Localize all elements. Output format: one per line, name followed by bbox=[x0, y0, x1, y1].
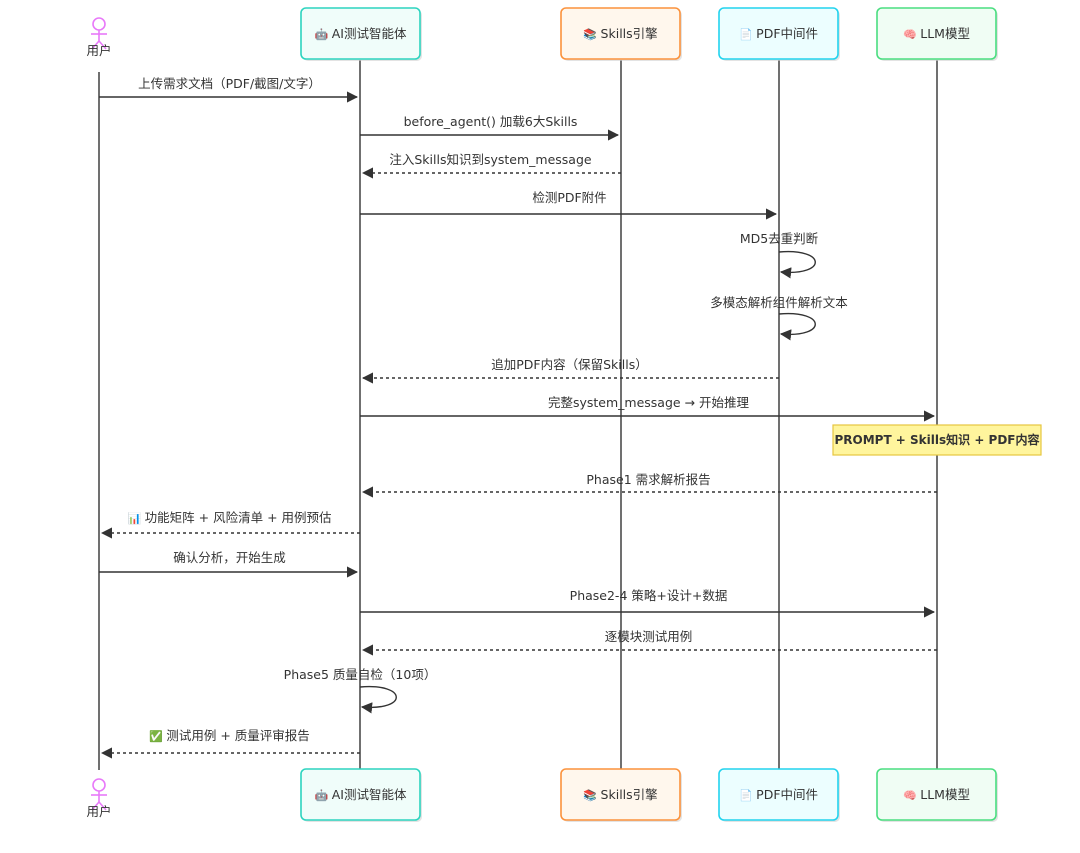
participant-label: Skills引擎 bbox=[601, 26, 658, 41]
brain-icon: 🧠 bbox=[903, 789, 920, 802]
message-arrow bbox=[778, 250, 816, 279]
message-7: 追加PDF内容（保留Skills） bbox=[361, 357, 779, 384]
message-10: Phase1 需求解析报告 bbox=[361, 472, 937, 498]
svg-text:检测PDF附件: 检测PDF附件 bbox=[532, 190, 606, 205]
user-icon bbox=[91, 17, 107, 50]
note-text: PROMPT + Skills知识 + PDF内容 bbox=[834, 432, 1039, 447]
participant-skills-bottom: 📚 Skills引擎 bbox=[560, 768, 682, 822]
participant-label: AI测试智能体 bbox=[332, 787, 407, 802]
svg-text:完整system_message → 开始推理: 完整system_message → 开始推理 bbox=[548, 395, 750, 410]
svg-text:Phase1 需求解析报告: Phase1 需求解析报告 bbox=[586, 472, 710, 487]
participant-pdf-bottom: 📄 PDF中间件 bbox=[718, 768, 840, 822]
svg-text:📊 功能矩阵 + 风险清单 + 用例预估: 📊 功能矩阵 + 风险清单 + 用例预估 bbox=[127, 510, 331, 525]
message-label: 上传需求文档（PDF/截图/文字） bbox=[138, 76, 321, 91]
robot-icon: 🤖 bbox=[315, 28, 332, 41]
robot-icon: 🤖 bbox=[315, 789, 332, 802]
participant-llm-bottom: 🧠 LLM模型 bbox=[876, 768, 998, 822]
svg-text:注入Skills知识到system_message: 注入Skills知识到system_message bbox=[389, 152, 592, 167]
svg-text:🧠 LLM模型: 🧠 LLM模型 bbox=[903, 26, 970, 41]
message-label: Phase5 质量自检（10项） bbox=[284, 667, 437, 682]
participant-label: Skills引擎 bbox=[601, 787, 658, 802]
svg-text:📚 Skills引擎: 📚 Skills引擎 bbox=[583, 787, 657, 802]
participant-llm-top: 🧠 LLM模型 bbox=[876, 7, 998, 61]
message-label: Phase1 需求解析报告 bbox=[586, 472, 710, 487]
message-label: 逐模块测试用例 bbox=[605, 629, 693, 644]
svg-text:追加PDF内容（保留Skills）: 追加PDF内容（保留Skills） bbox=[491, 357, 647, 372]
message-8: 完整system_message → 开始推理 bbox=[360, 395, 936, 422]
participant-label: LLM模型 bbox=[920, 787, 970, 802]
participant-label: PDF中间件 bbox=[756, 26, 818, 41]
actor-user-top: 用户 bbox=[86, 17, 112, 58]
participant-label: PDF中间件 bbox=[756, 787, 818, 802]
message-label: 完整system_message → 开始推理 bbox=[548, 395, 750, 410]
svg-text:🤖 AI测试智能体: 🤖 AI测试智能体 bbox=[315, 787, 407, 802]
message-label: Phase2-4 策略+设计+数据 bbox=[570, 588, 728, 603]
svg-text:📄 PDF中间件: 📄 PDF中间件 bbox=[739, 26, 818, 41]
svg-text:🧠 LLM模型: 🧠 LLM模型 bbox=[903, 787, 970, 802]
brain-icon: 🧠 bbox=[903, 28, 920, 41]
message-label: 功能矩阵 + 风险清单 + 用例预估 bbox=[145, 510, 332, 525]
books-icon: 📚 bbox=[583, 789, 600, 802]
participant-agent-bottom: 🤖 AI测试智能体 bbox=[300, 768, 422, 822]
svg-text:逐模块测试用例: 逐模块测试用例 bbox=[605, 629, 693, 644]
message-3: 注入Skills知识到system_message bbox=[361, 152, 621, 179]
message-11: 📊 功能矩阵 + 风险清单 + 用例预估 bbox=[100, 510, 360, 539]
message-label: 追加PDF内容（保留Skills） bbox=[491, 357, 647, 372]
message-6: 多模态解析组件解析文本 bbox=[710, 295, 848, 341]
message-label: 测试用例 + 质量评审报告 bbox=[166, 728, 309, 743]
user-icon bbox=[91, 778, 107, 811]
actor-label: 用户 bbox=[86, 43, 111, 58]
message-label: 多模态解析组件解析文本 bbox=[710, 295, 848, 310]
message-15: Phase5 质量自检（10项） bbox=[284, 667, 437, 714]
participant-skills-top: 📚 Skills引擎 bbox=[560, 7, 682, 61]
message-arrow bbox=[359, 685, 397, 714]
books-icon: 📚 bbox=[583, 28, 600, 41]
svg-text:📚 Skills引擎: 📚 Skills引擎 bbox=[583, 26, 657, 41]
check-icon: ✅ bbox=[149, 730, 166, 743]
message-13: Phase2-4 策略+设计+数据 bbox=[360, 588, 936, 618]
message-label: 检测PDF附件 bbox=[532, 190, 606, 205]
svg-text:多模态解析组件解析文本: 多模态解析组件解析文本 bbox=[710, 295, 848, 310]
participant-label: AI测试智能体 bbox=[332, 26, 407, 41]
document-icon: 📄 bbox=[739, 28, 756, 41]
message-4: 检测PDF附件 bbox=[360, 190, 778, 220]
message-2: before_agent() 加载6大Skills bbox=[360, 114, 620, 141]
message-label: before_agent() 加载6大Skills bbox=[404, 114, 578, 129]
participant-pdf-top: 📄 PDF中间件 bbox=[718, 7, 840, 61]
svg-text:🤖 AI测试智能体: 🤖 AI测试智能体 bbox=[315, 26, 407, 41]
actor-label: 用户 bbox=[86, 804, 111, 819]
message-label: 确认分析，开始生成 bbox=[173, 550, 286, 565]
message-arrow bbox=[778, 312, 816, 341]
svg-text:上传需求文档（PDF/截图/文字）: 上传需求文档（PDF/截图/文字） bbox=[138, 76, 321, 91]
message-1: 上传需求文档（PDF/截图/文字） bbox=[99, 76, 359, 103]
message-16: ✅ 测试用例 + 质量评审报告 bbox=[100, 728, 360, 759]
note: PROMPT + Skills知识 + PDF内容 bbox=[832, 424, 1042, 456]
svg-text:✅ 测试用例 + 质量评审报告: ✅ 测试用例 + 质量评审报告 bbox=[149, 728, 310, 743]
document-icon: 📄 bbox=[739, 789, 756, 802]
bar-chart-icon: 📊 bbox=[127, 512, 144, 525]
participant-agent-top: 🤖 AI测试智能体 bbox=[300, 7, 422, 61]
message-5: MD5去重判断 bbox=[740, 231, 818, 279]
svg-text:确认分析，开始生成: 确认分析，开始生成 bbox=[173, 550, 286, 565]
svg-text:Phase2-4 策略+设计+数据: Phase2-4 策略+设计+数据 bbox=[570, 588, 728, 603]
message-14: 逐模块测试用例 bbox=[361, 629, 937, 656]
message-label: MD5去重判断 bbox=[740, 231, 818, 246]
svg-text:MD5去重判断: MD5去重判断 bbox=[740, 231, 818, 246]
message-label: 注入Skills知识到system_message bbox=[389, 152, 592, 167]
svg-text:📄 PDF中间件: 📄 PDF中间件 bbox=[739, 787, 818, 802]
participant-label: LLM模型 bbox=[920, 26, 970, 41]
svg-text:Phase5 质量自检（10项）: Phase5 质量自检（10项） bbox=[284, 667, 437, 682]
message-12: 确认分析，开始生成 bbox=[99, 550, 359, 578]
svg-text:before_agent() 加载6大Skills: before_agent() 加载6大Skills bbox=[404, 114, 578, 129]
actor-user-bottom: 用户 bbox=[86, 778, 112, 819]
